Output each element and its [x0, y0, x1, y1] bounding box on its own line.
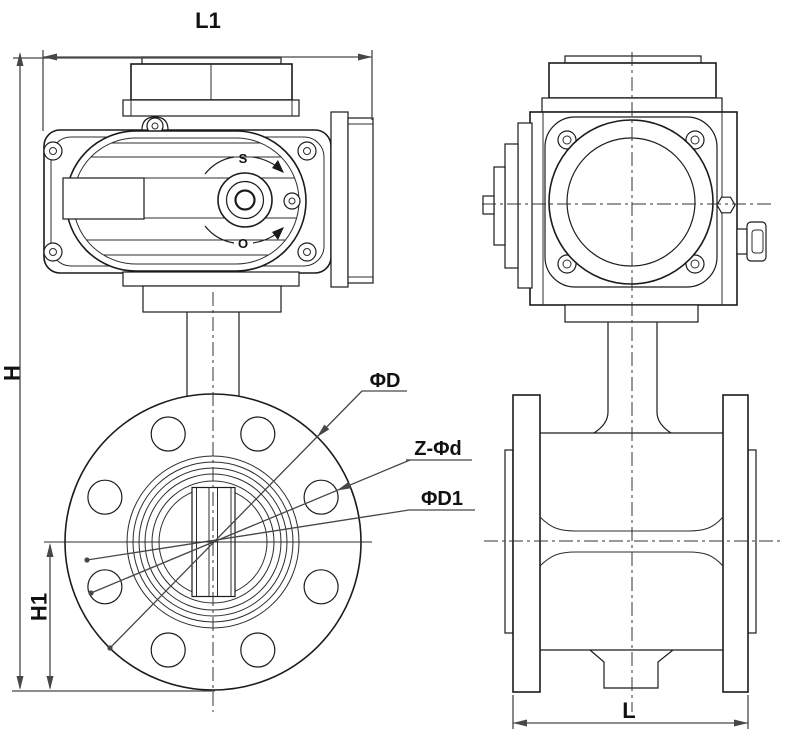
dim-l1: L1: [42, 8, 373, 131]
actuator-side: [482, 55, 767, 306]
bottom-boss: [589, 649, 674, 689]
flange-callouts: ΦD Z-Φd ΦD1: [84, 370, 475, 651]
nameplate: [62, 177, 145, 220]
open-arrowhead-icon: [272, 227, 284, 240]
callout-bolt-holes: Z-Φd: [88, 438, 472, 596]
bottom-band: [122, 271, 300, 287]
position-indicator-dial: S O: [204, 151, 301, 251]
motor-shaft-boss: [482, 195, 495, 215]
dial-open-label: O: [238, 236, 248, 251]
neck-flare-right: [656, 411, 672, 434]
terminal-band: [330, 111, 349, 288]
dim-h1-label: H1: [27, 593, 52, 621]
cable-gland: [736, 221, 767, 262]
gear-housing-circle: [548, 119, 714, 285]
mounting-plate-front: [142, 285, 282, 313]
gear-housing-inner-circle: [566, 137, 696, 267]
valve-body-side: [504, 304, 757, 693]
leader-arrowhead-icon: [337, 481, 352, 491]
actuator-top-cap: [122, 56, 300, 117]
dim-h: H: [0, 52, 281, 692]
flange-od-label: ΦD: [370, 370, 401, 392]
shut-arrowhead-icon: [272, 160, 284, 173]
terminal-box: [347, 117, 374, 284]
terminal-box-front: [330, 111, 374, 288]
gearbox-plate: [544, 116, 718, 288]
dim-l: L: [512, 695, 749, 729]
open-arrow-arc: [204, 225, 235, 244]
shut-arrow-arc: [204, 156, 235, 175]
callout-flange-od: ΦD: [107, 370, 407, 651]
dim-l-label: L: [622, 698, 635, 723]
front-view: S O: [0, 8, 475, 712]
dial-mid-ring: [225, 180, 265, 220]
indicator-button-icon: [283, 192, 301, 210]
dim-h-label: H: [0, 365, 25, 381]
dial-shut-label: S: [239, 151, 248, 166]
hex-plug-icon: [716, 196, 736, 214]
flange-right-side: [722, 394, 749, 693]
neck-flare-left: [593, 411, 609, 434]
dim-h1: H1: [27, 543, 54, 690]
dim-l1-label: L1: [195, 8, 221, 33]
side-view: L: [482, 52, 780, 729]
leader-arrowhead-icon: [317, 424, 330, 437]
cap-band: [122, 99, 300, 117]
flange-left-side: [512, 394, 541, 693]
bolt-circle-label: ΦD1: [421, 488, 463, 510]
dial-shaft: [234, 189, 256, 211]
callout-bolt-circle: ΦD1: [84, 488, 475, 563]
motor-cover-stack: [482, 122, 533, 289]
actuator-body-front: S O: [43, 111, 374, 396]
cap-lid-side: [564, 55, 702, 64]
bolt-holes: [87, 416, 339, 668]
bolt-holes-label: Z-Φd: [414, 438, 462, 460]
corner-screws: [43, 141, 317, 262]
